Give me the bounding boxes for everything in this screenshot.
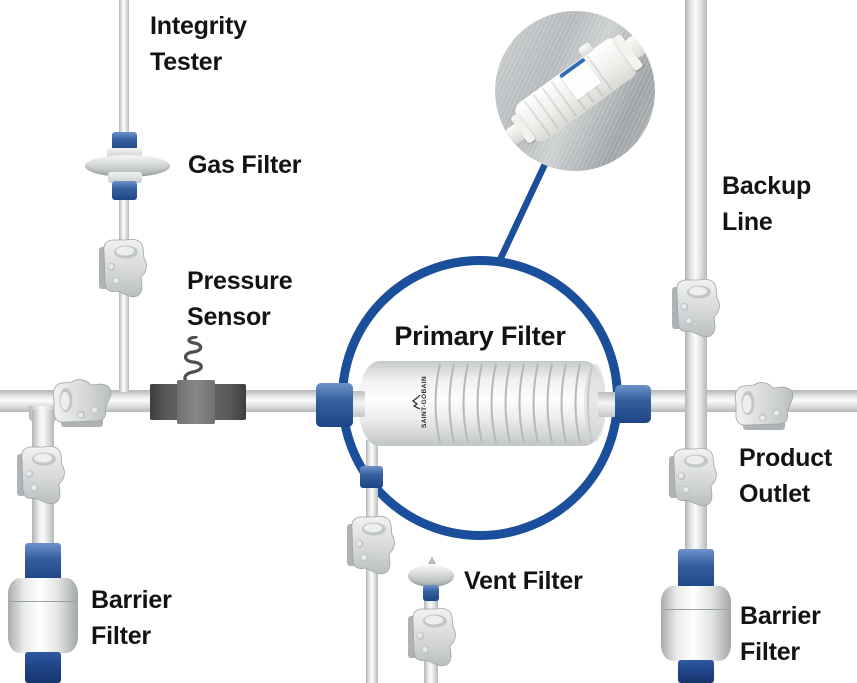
barrier-filter-left-top-connector [25, 543, 61, 581]
saint-gobain-brand-text: SAINT-GOBAIN [421, 375, 428, 429]
label-backup-line-line2: Line [722, 208, 773, 236]
sensor-coil-icon [183, 336, 203, 386]
pressure-sensor-mid-block [177, 380, 215, 424]
label-gas-filter: Gas Filter [188, 151, 302, 179]
label-backup-line: Backup Line [722, 168, 811, 240]
pinch-clamp-main-left [52, 379, 112, 428]
label-barrier-filter-left: Barrier Filter [91, 582, 172, 654]
gas-filter-bottom-hub [108, 172, 142, 183]
pinch-clamp-backup-line [671, 278, 720, 338]
capsule-pleats [434, 363, 606, 444]
primary-filter-inlet-connector [316, 383, 353, 427]
gas-filter-bottom-connector [112, 181, 137, 200]
callout-leader-line [494, 160, 549, 268]
barrier-filter-right-top-connector [678, 549, 714, 589]
barrier-filter-right-icon [661, 586, 731, 661]
backup-line-tube [685, 0, 707, 552]
label-vent-filter: Vent Filter [464, 567, 583, 595]
capsule-left-stub [349, 391, 365, 417]
label-pressure-sensor-line1: Pressure [187, 267, 293, 295]
label-barrier-filter-right-line1: Barrier [740, 602, 821, 630]
pinch-clamp-main-right [734, 382, 794, 431]
barrier-filter-seam [10, 600, 76, 602]
label-backup-line-line1: Backup [722, 172, 812, 200]
label-pressure-sensor-line2: Sensor [187, 303, 271, 331]
pinch-clamp-integrity-line [98, 238, 147, 298]
label-integrity-tester-line1: Integrity [150, 12, 247, 40]
vent-filter-spike-icon [428, 556, 436, 564]
saint-gobain-logo: SAINT-GOBAIN [397, 376, 443, 428]
gas-filter-top-hub [107, 148, 142, 159]
label-pressure-sensor: Pressure Sensor [187, 263, 293, 335]
vent-filter-connector [423, 585, 439, 601]
label-integrity-tester: Integrity Tester [150, 8, 247, 80]
pinch-clamp-vent-line [407, 607, 456, 667]
barrier-filter-seam [663, 608, 729, 610]
label-barrier-filter-right: Barrier Filter [740, 598, 821, 670]
gas-filter-top-connector [112, 132, 137, 151]
label-barrier-filter-right-line2: Filter [740, 638, 800, 666]
label-barrier-filter-left-line1: Barrier [91, 586, 172, 614]
saint-gobain-mark-icon [412, 394, 421, 410]
pinch-clamp-right-branch [668, 447, 717, 507]
label-primary-filter: Primary Filter [394, 321, 566, 351]
drain-tube-connector [360, 466, 383, 488]
gas-filter-icon [85, 155, 170, 177]
label-barrier-filter-left-line2: Filter [91, 622, 151, 650]
vent-filter-icon [408, 565, 454, 587]
label-product-outlet-line1: Product [739, 444, 833, 472]
pinch-clamp-drain-line [346, 515, 395, 575]
primary-filter-outlet-connector [615, 385, 651, 423]
label-product-outlet: Product Outlet [739, 440, 832, 512]
barrier-filter-left-bottom-connector [25, 652, 61, 683]
capsule-right-stub [598, 392, 620, 417]
label-product-outlet-line2: Outlet [739, 480, 811, 508]
filter-photo-callout [495, 11, 655, 171]
pinch-clamp-left-branch [16, 445, 65, 505]
label-integrity-tester-line2: Tester [150, 48, 222, 76]
barrier-filter-left-icon [8, 578, 78, 653]
barrier-filter-right-bottom-connector [678, 660, 714, 683]
